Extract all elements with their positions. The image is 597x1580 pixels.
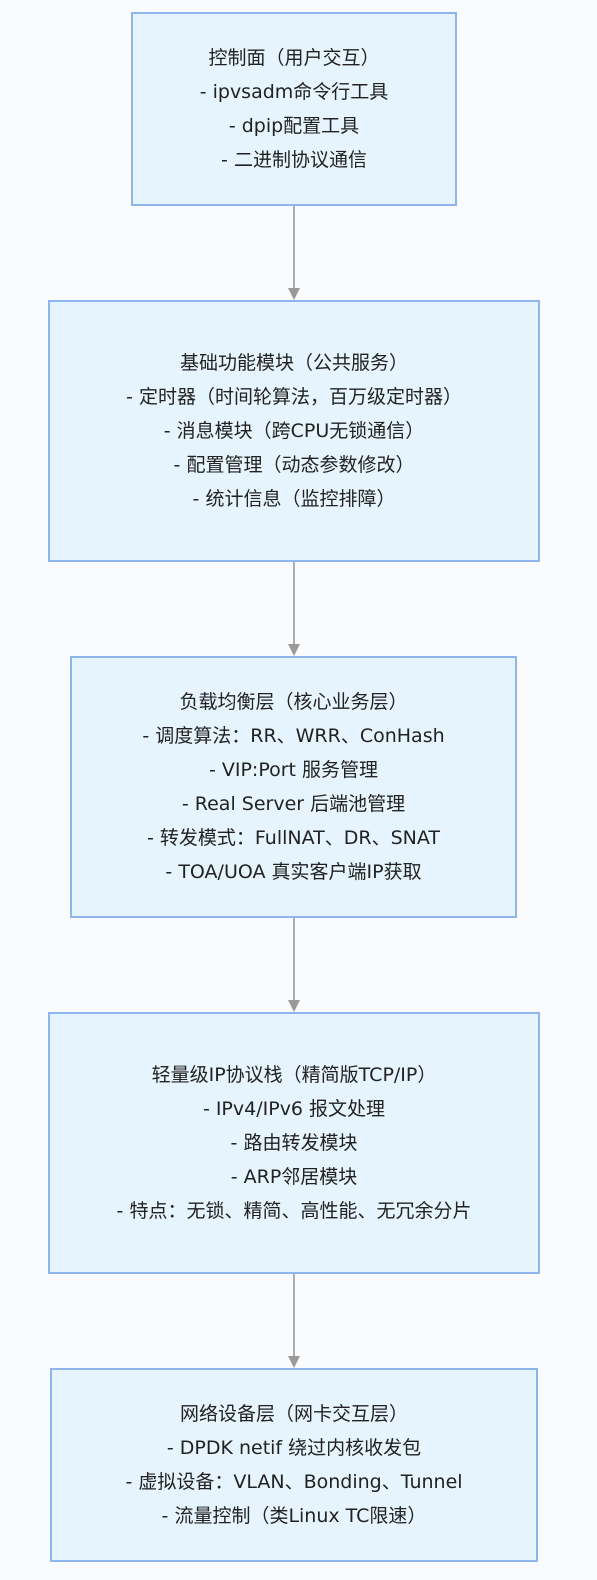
layer-item: - 配置管理（动态参数修改） (173, 454, 415, 476)
layer-title: 负载均衡层（核心业务层） (179, 691, 408, 713)
layer-item: - 虚拟设备：VLAN、Bonding、Tunnel (125, 1471, 463, 1493)
layer-network-device: 网络设备层（网卡交互层） - DPDK netif 绕过内核收发包 - 虚拟设备… (50, 1368, 538, 1562)
layer-item: - DPDK netif 绕过内核收发包 (166, 1437, 422, 1459)
layer-item: - VIP:Port 服务管理 (208, 759, 379, 781)
layer-item: - ipvsadm命令行工具 (199, 81, 389, 103)
layer-load-balancer: 负载均衡层（核心业务层） - 调度算法：RR、WRR、ConHash - VIP… (70, 656, 517, 918)
layer-basic-modules: 基础功能模块（公共服务） - 定时器（时间轮算法，百万级定时器） - 消息模块（… (48, 300, 540, 562)
layer-item: - 转发模式：FullNAT、DR、SNAT (147, 827, 440, 849)
layer-title: 基础功能模块（公共服务） (179, 352, 408, 374)
layer-item: - Real Server 后端池管理 (181, 793, 406, 815)
layer-item: - 特点：无锁、精简、高性能、无冗余分片 (116, 1200, 472, 1222)
layer-title: 控制面（用户交互） (208, 47, 380, 69)
layer-item: - 流量控制（类Linux TC限速） (161, 1505, 427, 1527)
layer-control-plane: 控制面（用户交互） - ipvsadm命令行工具 - dpip配置工具 - 二进… (131, 12, 457, 206)
layer-item: - 消息模块（跨CPU无锁通信） (163, 420, 425, 442)
layer-title: 网络设备层（网卡交互层） (179, 1403, 408, 1425)
layer-item: - ARP邻居模块 (230, 1166, 358, 1188)
layer-item: - TOA/UOA 真实客户端IP获取 (165, 861, 422, 883)
layer-item: - IPv4/IPv6 报文处理 (202, 1098, 386, 1120)
layer-item: - dpip配置工具 (228, 115, 360, 137)
layer-item: - 路由转发模块 (230, 1132, 358, 1154)
layer-item: - 定时器（时间轮算法，百万级定时器） (126, 386, 462, 408)
layer-title: 轻量级IP协议栈（精简版TCP/IP） (151, 1064, 437, 1086)
layer-item: - 二进制协议通信 (221, 149, 367, 171)
layer-ip-stack: 轻量级IP协议栈（精简版TCP/IP） - IPv4/IPv6 报文处理 - 路… (48, 1012, 540, 1274)
layer-item: - 调度算法：RR、WRR、ConHash (142, 725, 445, 747)
layer-item: - 统计信息（监控排障） (192, 488, 396, 510)
